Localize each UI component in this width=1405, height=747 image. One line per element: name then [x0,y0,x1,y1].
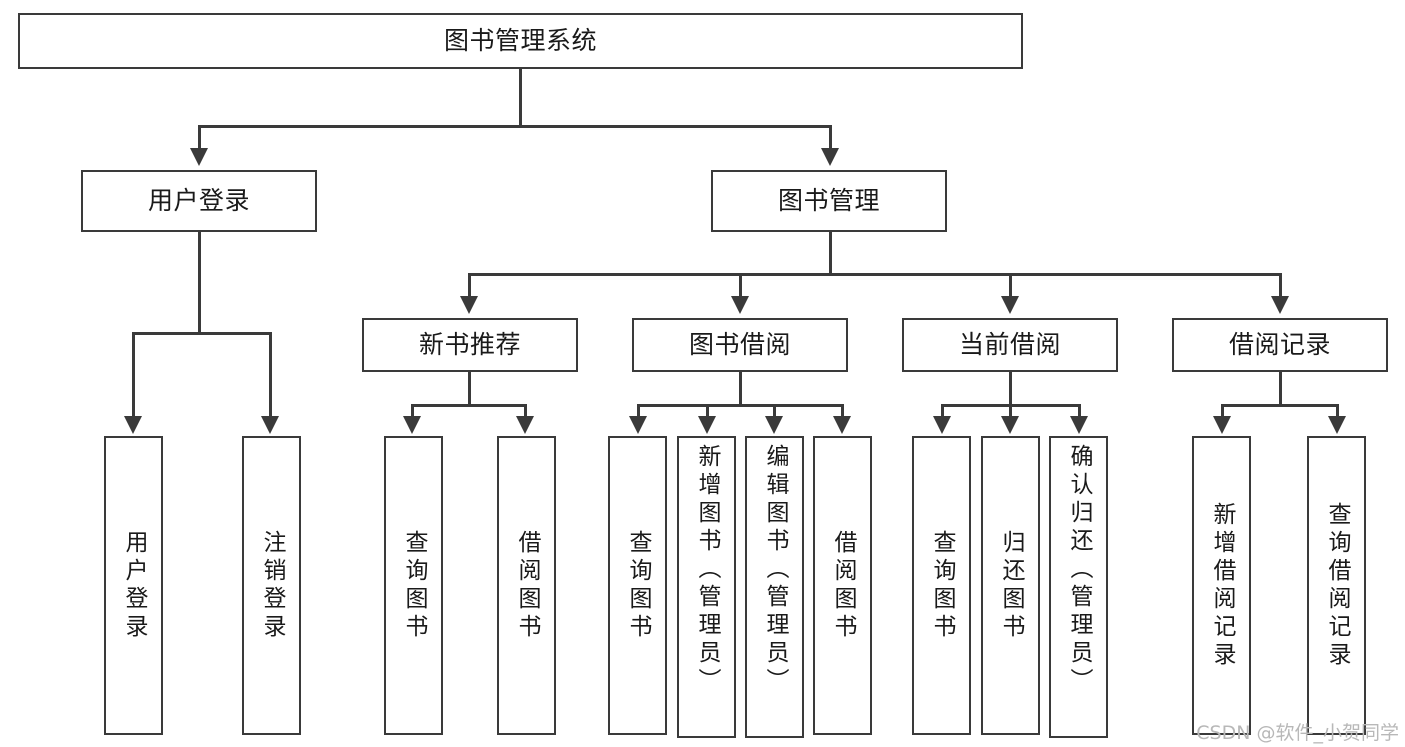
leaf-edit-book-admin[interactable]: 编辑图书（管理员） [745,436,804,738]
node-label: 借阅图书 [830,529,856,642]
connector-user-login-stem [198,232,201,333]
node-label: 查询图书 [929,529,955,642]
arrowhead-borrow-book-leaf-1 [629,416,647,434]
arrowhead-borrow-record-leaf-2 [1328,416,1346,434]
leaf-logout[interactable]: 注销登录 [242,436,301,735]
connector-root-stem [519,69,522,126]
leaf-query-book-current[interactable]: 查询图书 [912,436,971,735]
node-label: 借阅图书 [514,529,540,642]
leaf-query-borrow-record[interactable]: 查询借阅记录 [1307,436,1366,735]
connector-borrow-book-drop-4 [841,404,844,418]
node-label: 用户登录 [147,186,250,215]
node-label: 查询图书 [625,529,651,642]
arrowhead-to-borrow-book [731,296,749,314]
connector-new-book-drop-2 [524,404,527,418]
connector-borrow-record-bus [1222,404,1338,407]
node-label: 查询图书 [401,529,427,642]
connector-borrow-book-stem [739,372,742,405]
arrowhead-new-book-leaf-2 [516,416,534,434]
node-label: 新增借阅记录 [1209,501,1235,670]
leaf-return-book[interactable]: 归还图书 [981,436,1040,735]
connector-user-login-bus [133,332,271,335]
node-label: 注销登录 [259,529,285,642]
connector-borrow-book-bus [638,404,844,407]
leaf-user-login[interactable]: 用户登录 [104,436,163,735]
connector-new-book-bus [412,404,526,407]
arrowhead-current-borrow-leaf-3 [1070,416,1088,434]
node-label: 查询借阅记录 [1324,501,1350,670]
node-label: 图书借阅 [688,330,791,359]
connector-borrow-record-stem [1279,372,1282,405]
connector-to-current-borrow [1009,273,1012,298]
leaf-confirm-return-admin[interactable]: 确认归还（管理员） [1049,436,1108,738]
leaf-query-book-newbook[interactable]: 查询图书 [384,436,443,735]
arrowhead-to-new-book [460,296,478,314]
node-label: 当前借阅 [958,330,1061,359]
arrowhead-current-borrow-leaf-1 [933,416,951,434]
connector-to-borrow-record [1279,273,1282,298]
connector-book-mgmt-stem [829,232,832,274]
arrowhead-to-borrow-record [1271,296,1289,314]
arrowhead-borrow-book-leaf-2 [698,416,716,434]
connector-current-borrow-drop-3 [1078,404,1081,418]
connector-borrow-book-drop-3 [773,404,776,418]
node-label: 确认归还（管理员） [1066,444,1092,696]
node-new-book-recommend[interactable]: 新书推荐 [362,318,578,372]
connector-borrow-book-drop-1 [637,404,640,418]
connector-to-borrow-book [739,273,742,298]
connector-level2-bus [469,273,1281,276]
arrowhead-current-borrow-leaf-2 [1001,416,1019,434]
arrowhead-user-login-leaf-1 [124,416,142,434]
connector-to-user-login [198,125,201,150]
connector-to-book-mgmt [829,125,832,150]
arrowhead-borrow-record-leaf-1 [1213,416,1231,434]
connector-current-borrow-drop-2 [1009,404,1012,418]
node-label: 用户登录 [121,529,147,642]
leaf-query-book-borrow[interactable]: 查询图书 [608,436,667,735]
node-label: 归还图书 [998,529,1024,642]
node-root-system[interactable]: 图书管理系统 [18,13,1023,69]
connector-borrow-record-drop-1 [1221,404,1224,418]
leaf-borrow-book-borrow[interactable]: 借阅图书 [813,436,872,735]
node-label: 借阅记录 [1228,330,1331,359]
node-user-login[interactable]: 用户登录 [81,170,317,232]
node-label: 编辑图书（管理员） [762,444,788,696]
leaf-add-book-admin[interactable]: 新增图书（管理员） [677,436,736,738]
arrowhead-to-user-login [190,148,208,166]
node-label: 新书推荐 [418,330,521,359]
node-current-borrow[interactable]: 当前借阅 [902,318,1118,372]
node-label: 新增图书（管理员） [694,444,720,696]
connector-borrow-book-drop-2 [706,404,709,418]
connector-borrow-record-drop-2 [1336,404,1339,418]
node-borrow-record[interactable]: 借阅记录 [1172,318,1388,372]
leaf-add-borrow-record[interactable]: 新增借阅记录 [1192,436,1251,735]
connector-user-login-drop-2 [269,332,272,418]
csdn-watermark: CSDN @软件_小贺同学 [1196,722,1399,744]
node-label: 图书管理 [777,186,880,215]
connector-to-new-book [468,273,471,298]
connector-level1-bus [199,125,831,128]
node-book-borrow[interactable]: 图书借阅 [632,318,848,372]
connector-user-login-drop-1 [132,332,135,418]
connector-new-book-stem [468,372,471,405]
arrowhead-new-book-leaf-1 [403,416,421,434]
leaf-borrow-book-newbook[interactable]: 借阅图书 [497,436,556,735]
arrowhead-to-book-mgmt [821,148,839,166]
arrowhead-to-current-borrow [1001,296,1019,314]
connector-current-borrow-drop-1 [941,404,944,418]
connector-new-book-drop-1 [411,404,414,418]
connector-current-borrow-stem [1009,372,1012,405]
arrowhead-borrow-book-leaf-3 [765,416,783,434]
node-book-management[interactable]: 图书管理 [711,170,947,232]
arrowhead-borrow-book-leaf-4 [833,416,851,434]
node-label: 图书管理系统 [443,26,597,55]
arrowhead-user-login-leaf-2 [261,416,279,434]
